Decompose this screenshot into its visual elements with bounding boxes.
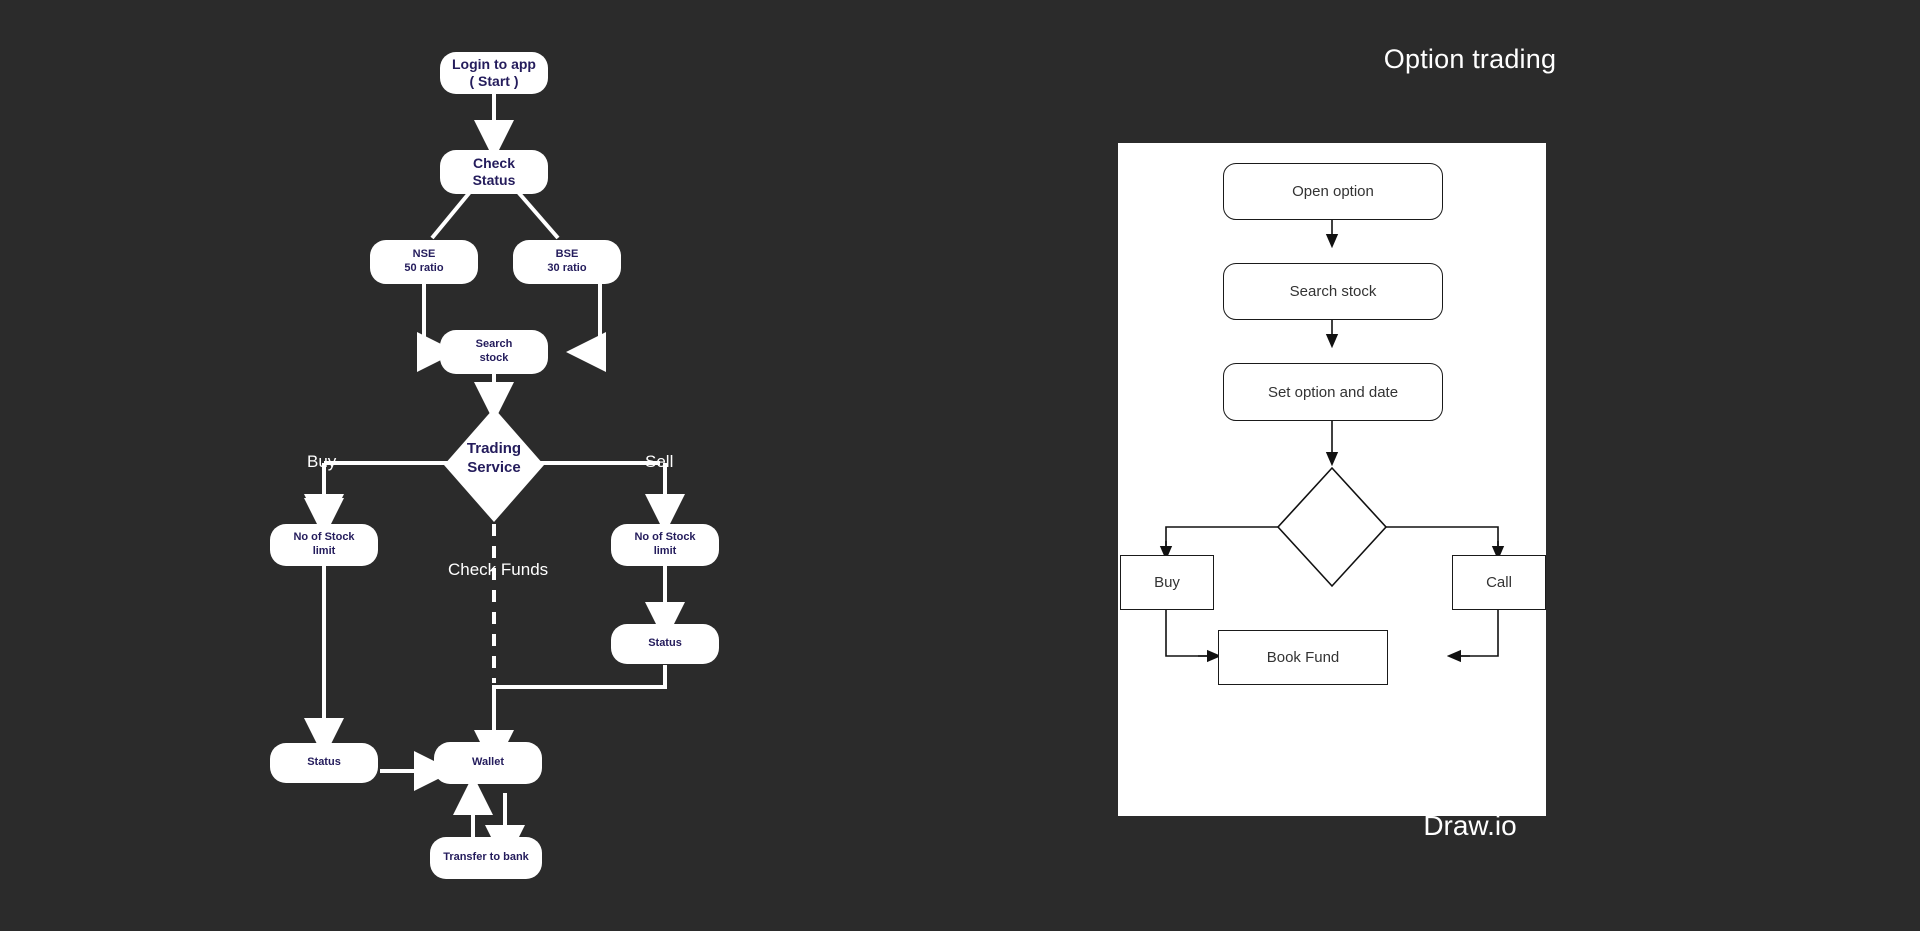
node-login-line2: ( Start ) — [469, 73, 519, 89]
node-check-status-line2: Status — [472, 172, 516, 188]
option-trading-title: Option trading — [1383, 44, 1557, 74]
edge-label-check-funds: Check Funds — [448, 560, 549, 579]
node-login-line1: Login to app — [452, 55, 536, 72]
node-check-status-line1: Check — [472, 154, 515, 171]
node-buy-stock-limit-line1: No of Stock — [293, 531, 355, 544]
rnode-open-option-label: Open option — [1292, 183, 1374, 200]
node-buy-stock-limit[interactable]: No of Stock limit — [270, 524, 378, 566]
rnode-book-fund[interactable]: Book Fund — [1218, 630, 1388, 685]
node-wallet-label: Wallet — [472, 756, 504, 769]
node-wallet[interactable]: Wallet — [434, 742, 542, 784]
rnode-buy-label: Buy — [1154, 574, 1180, 591]
drawio-canvas: Open option Search stock Set option and … — [1118, 143, 1546, 816]
node-sell-status-label: Status — [648, 637, 682, 650]
rnode-search-stock-label: Search stock — [1289, 283, 1377, 300]
node-trading-service-line2: Service — [467, 458, 521, 476]
node-bse-line1: BSE — [555, 248, 579, 261]
node-login-to-app[interactable]: Login to app ( Start ) — [440, 52, 548, 94]
node-nse-line2: 50 ratio — [404, 262, 444, 274]
node-trading-service-line1: Trading — [466, 440, 522, 457]
node-sell-stock-limit-line2: limit — [653, 545, 677, 557]
node-search-stock-line2: stock — [479, 352, 509, 364]
node-check-status[interactable]: Check Status — [440, 150, 548, 194]
node-search-stock-line1: Search — [475, 338, 513, 351]
node-nse[interactable]: NSE 50 ratio — [370, 240, 478, 284]
node-bse-line2: 30 ratio — [547, 262, 587, 274]
option-trading-panel: Option trading — [1020, 0, 1920, 931]
node-trading-service[interactable]: Trading Service — [444, 440, 544, 478]
node-sell-stock-limit[interactable]: No of Stock limit — [611, 524, 719, 566]
rnode-book-fund-label: Book Fund — [1266, 649, 1340, 666]
node-buy-status-label: Status — [307, 756, 341, 769]
rnode-set-option-and-date-label: Set option and date — [1267, 383, 1399, 401]
node-buy-stock-limit-line2: limit — [312, 545, 336, 557]
rnode-call[interactable]: Call — [1452, 555, 1546, 610]
node-transfer-to-bank-label: Transfer to bank — [443, 851, 529, 864]
node-bse[interactable]: BSE 30 ratio — [513, 240, 621, 284]
rnode-buy[interactable]: Buy — [1120, 555, 1214, 610]
node-transfer-to-bank[interactable]: Transfer to bank — [430, 837, 542, 879]
edge-label-sell: Sell — [645, 452, 674, 471]
left-diagram-connectors — [304, 94, 685, 865]
right-diagram-connectors — [1159, 218, 1505, 663]
node-nse-line1: NSE — [412, 248, 436, 261]
node-sell-stock-limit-line1: No of Stock — [634, 531, 696, 544]
stock-trading-flowchart: Login to app ( Start ) Check Status NSE … — [270, 52, 719, 879]
rnode-search-stock[interactable]: Search stock — [1223, 263, 1443, 320]
edge-label-buy: Buy — [307, 452, 337, 471]
rnode-set-option-and-date[interactable]: Set option and date — [1223, 363, 1443, 421]
node-sell-status[interactable]: Status — [611, 624, 719, 664]
node-buy-status[interactable]: Status — [270, 743, 378, 783]
drawio-caption: Draw.io — [1423, 810, 1517, 841]
rnode-open-option[interactable]: Open option — [1223, 163, 1443, 220]
rnode-call-label: Call — [1486, 574, 1512, 591]
node-search-stock[interactable]: Search stock — [440, 330, 548, 374]
